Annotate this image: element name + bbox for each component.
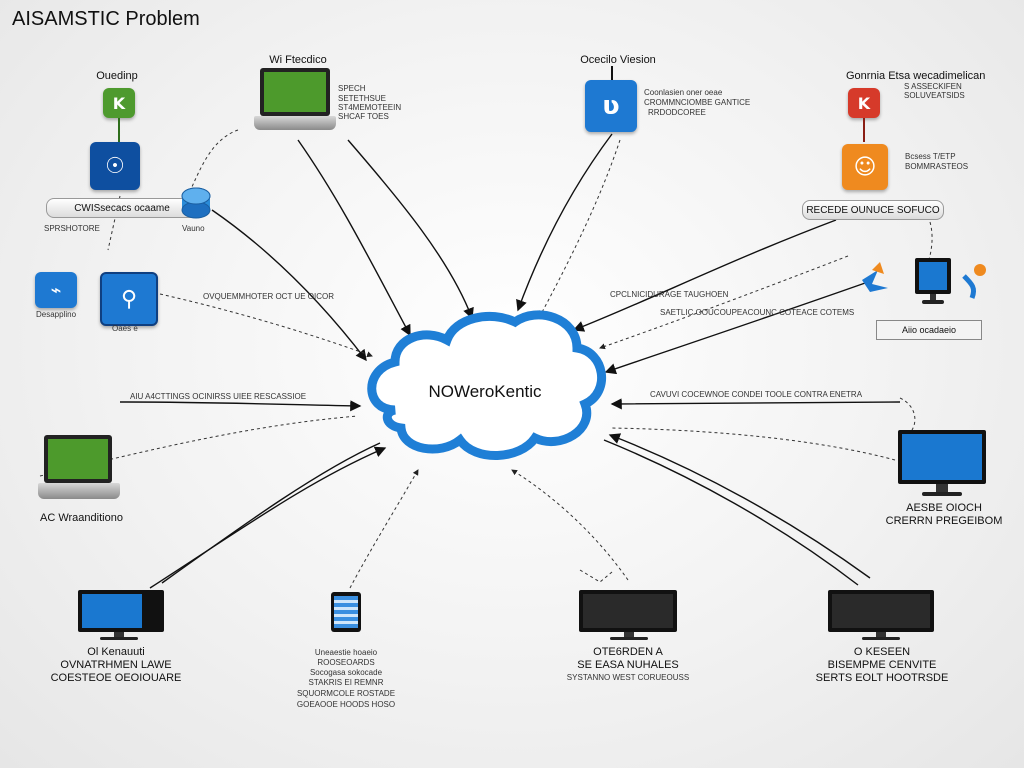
edge-label-right-upper-2: SAETLIC OOUCOUPEACOUNC COTEACE COTEMS — [660, 308, 855, 317]
desc-speech: SPECH — [338, 84, 366, 93]
desc-bommr: BOMMRASTEOS — [905, 162, 969, 171]
bottom-2-label-3: Socogasa sokocade — [309, 668, 383, 677]
central-cloud: NOWeroKentic — [355, 300, 615, 470]
app-orange-icon[interactable]: ☺ — [842, 144, 888, 190]
dash-right-lower — [899, 397, 916, 431]
wire-top-right — [572, 219, 837, 332]
bottom-1-label-1: Ol Kenauuti — [87, 646, 145, 658]
wire-db — [211, 209, 367, 362]
app-red-icon[interactable]: K — [848, 88, 880, 118]
app-blue-main-icon[interactable]: ʋ — [585, 80, 637, 132]
wire-top-app — [516, 133, 613, 312]
top-left-bar: CWISsecacs ocaame — [46, 198, 198, 218]
connector-stem-top-app — [611, 66, 613, 80]
connector-stem-red — [863, 118, 865, 142]
label-ouedinp: Ouedinp — [96, 70, 138, 82]
dot-orange-icon — [962, 264, 986, 299]
desc-coonlasien: Coonlasien oner oeae — [644, 88, 723, 97]
wire-bottom-right-b — [603, 439, 859, 586]
label-right-monitor-2: CRERRN PREGEIBOM — [885, 515, 1003, 527]
edge-label-left-mid: AIU A4CTTINGS OCINIRSS UIEE RESCASSIOE — [130, 392, 307, 401]
kotlin-green-icon[interactable]: K — [103, 88, 135, 118]
dash-bottom-mid — [511, 469, 629, 581]
desc-bcsess: Bcsess T/ETP — [905, 152, 956, 161]
label-oaes: Oaes e — [112, 324, 138, 333]
bottom-2-label-6: GOEAOOE HOODS HOSO — [296, 700, 396, 709]
cloud-label: NOWeroKentic — [428, 382, 542, 401]
bottom-1-label-2: OVNATRHMEN LAWE — [60, 659, 172, 671]
desc-st4memo: ST4MEMOTEEIN — [338, 103, 402, 112]
database-icon[interactable] — [176, 186, 216, 220]
label-top-app: Ocecilo Viesion — [580, 54, 656, 66]
label-desapplino: Desapplino — [36, 310, 77, 319]
bottom-2-label-4: STAKRIS EI REMNR — [308, 678, 384, 687]
bottom-tablet[interactable] — [331, 592, 361, 632]
app-dark-blue-icon[interactable]: ☉ — [90, 142, 140, 190]
dash-top-app — [539, 139, 621, 317]
wire-right-mid — [604, 281, 869, 375]
wire-bottom-left-b — [161, 442, 381, 584]
desc-sassec: S ASSECKIFEN — [904, 82, 962, 91]
bottom-4-label-2: BISEMPME CENVITE — [827, 659, 937, 671]
dash-bottom-left-loop — [579, 569, 613, 583]
bird-icon — [862, 262, 888, 292]
label-vauno: Vauno — [182, 224, 205, 233]
desc-crommn: CROMMNCIOMBE GANTICE — [644, 98, 751, 107]
bottom-3-label-1: OTE6RDEN A — [593, 646, 663, 658]
cloud-shape — [367, 310, 606, 460]
dash-right-monitor — [611, 427, 896, 461]
wire-laptop-top-2 — [347, 139, 474, 320]
edge-label-right-upper-1: CPCLNICIDURAGE TAUGHOEN — [610, 290, 729, 299]
page-title: AISAMSTIC Problem — [12, 8, 200, 30]
label-sprshotore: SPRSHOTORE — [44, 224, 100, 233]
desc-soluve: SOLUVEATSIDS — [904, 91, 965, 100]
bottom-3-label-2: SE EASA NUHALES — [577, 659, 679, 671]
dash-tablet — [349, 469, 419, 589]
dash-left-app — [159, 293, 373, 358]
wire-bottom-left — [149, 446, 387, 589]
label-top-right: Gonrnia Etsa wecadimelican — [846, 70, 986, 82]
edge-label-left-upper: OVQUEMMHOTER OCT UE OICOR — [203, 292, 334, 301]
desc-rrdod: RRDODCOREE — [648, 108, 706, 117]
connector-stem — [118, 118, 120, 142]
app-folder-icon[interactable]: ⚲ — [100, 272, 158, 326]
wire-left-mid — [119, 400, 362, 412]
top-right-bar: RECEDE OUNUCE SOFUCO — [802, 200, 944, 220]
bottom-4-label-1: O KESEEN — [853, 646, 911, 658]
wire-right-in — [610, 398, 901, 410]
bottom-3-label-3: SYSTANNO WEST CORUEOUSS — [566, 673, 690, 682]
label-top-laptop: Wi Ftecdico — [269, 54, 327, 66]
edge-label-right-mid: CAVUVI COCEWNOE CONDEI TOOLE CONTRA ENET… — [650, 390, 863, 399]
app-blue-icon[interactable]: ⌁ — [35, 272, 77, 308]
desc-setethsue: SETETHSUE — [338, 94, 387, 103]
wire-bottom-right — [608, 433, 871, 579]
desc-shcaf: SHCAF TOES — [338, 112, 389, 121]
label-right-monitor-1: AESBE OIOCH — [906, 502, 982, 514]
wire-laptop-top-1 — [297, 139, 411, 337]
bottom-2-label-2: ROOSEOARDS — [317, 658, 375, 667]
bottom-1-label-3: COESTEOE OEOIOUARE — [50, 672, 182, 684]
bottom-4-label-3: SERTS EOLT HOOTRSDE — [815, 672, 949, 684]
bottom-2-label-1: Uneaestie hoaeio — [314, 648, 378, 657]
bottom-2-label-5: SQUORMCOLE ROSTADE — [296, 689, 396, 698]
right-box: Aiio ocadaeio — [876, 320, 982, 340]
label-left-laptop: AC Wraanditiono — [40, 512, 123, 524]
